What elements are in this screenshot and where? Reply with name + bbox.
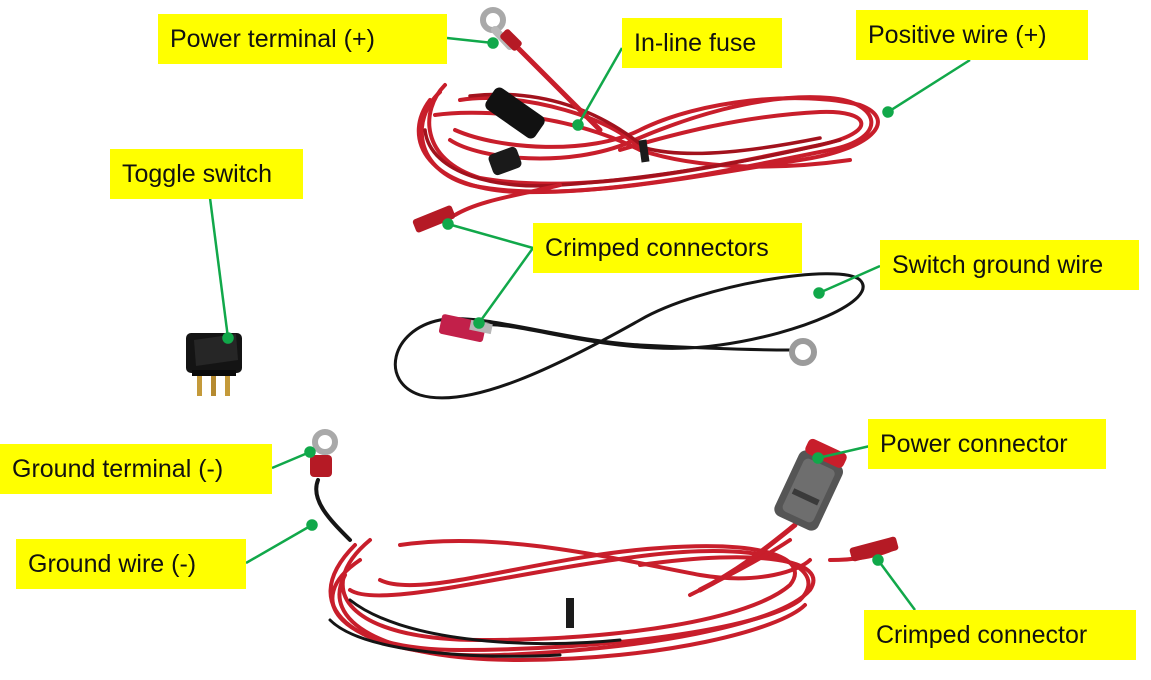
switch-ground-wire <box>393 272 865 400</box>
leader-dot-power-connector <box>812 452 824 464</box>
toggle-switch <box>186 333 242 396</box>
leader-dot-inline-fuse <box>572 119 584 131</box>
label-power-connector: Power connector <box>868 419 1106 469</box>
leader-inline-fuse <box>576 47 624 126</box>
leader-dot-power-terminal <box>487 37 499 49</box>
label-ground-terminal: Ground terminal (-) <box>0 444 272 494</box>
leader-crimped-connector <box>876 559 917 611</box>
leader-positive-wire <box>887 58 971 114</box>
leader-ground-wire <box>245 523 313 565</box>
label-power-terminal: Power terminal (+) <box>158 14 447 64</box>
leader-dot-ground-terminal <box>304 446 316 458</box>
positive-wire-harness <box>412 7 880 233</box>
label-ground-wire: Ground wire (-) <box>16 539 246 589</box>
leader-switch-ground-wire <box>818 264 881 295</box>
leader-dot-positive-wire <box>882 106 894 118</box>
label-inline-fuse: In-line fuse <box>622 18 782 68</box>
label-toggle-switch: Toggle switch <box>110 149 303 199</box>
leader-dot-crimped-connectors-bottom <box>473 317 485 329</box>
leader-ground-terminal <box>271 450 311 470</box>
leader-dot-toggle-switch <box>222 332 234 344</box>
label-crimped-connectors: Crimped connectors <box>533 223 802 273</box>
leader-power-terminal <box>446 36 494 45</box>
leader-crimped-connectors-bottom <box>477 247 535 324</box>
power-connector-harness <box>310 429 899 663</box>
leader-lines <box>208 36 971 611</box>
leader-dot-switch-ground-wire <box>813 287 825 299</box>
leader-dot-ground-wire <box>306 519 318 531</box>
label-positive-wire: Positive wire (+) <box>856 10 1088 60</box>
leader-dot-crimped-connector <box>872 554 884 566</box>
leader-power-connector <box>817 444 871 460</box>
leader-dot-crimped-connectors-top <box>442 218 454 230</box>
leader-crimped-connectors-top <box>447 222 534 250</box>
label-crimped-connector: Crimped connector <box>864 610 1136 660</box>
leader-toggle-switch <box>208 197 230 339</box>
label-switch-ground-wire: Switch ground wire <box>880 240 1139 290</box>
